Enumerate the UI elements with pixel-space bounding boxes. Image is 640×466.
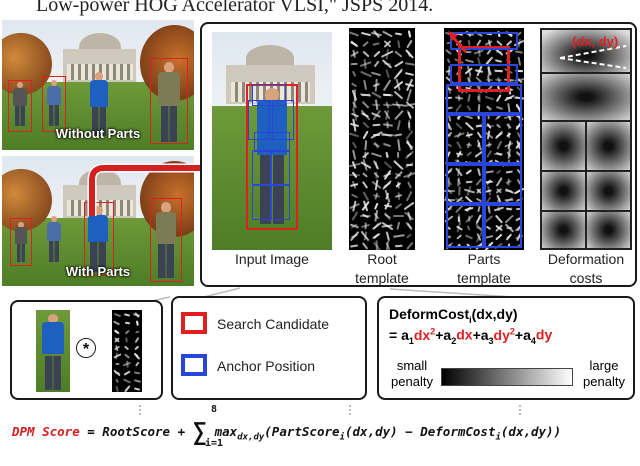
- input-image: [212, 32, 332, 250]
- hog-glyph: [134, 330, 140, 333]
- deform-cost-title: DeformCosti(dx,dy): [389, 306, 518, 325]
- detection-box: [10, 218, 32, 266]
- hog-glyph: [135, 320, 139, 326]
- detection-box: [150, 198, 182, 282]
- hog-glyph: [115, 385, 119, 392]
- hog-glyph: [123, 369, 131, 376]
- person-figure: [254, 88, 290, 224]
- hog-glyph: [123, 313, 131, 317]
- hog-glyph: [124, 321, 130, 325]
- part-box: [272, 100, 294, 140]
- search-candidate-box: [458, 46, 510, 92]
- hog-glyph: [114, 363, 120, 366]
- person-figure: [12, 82, 28, 126]
- mini-root-template: [112, 310, 142, 392]
- hog-glyph: [505, 97, 512, 100]
- parts-template: [444, 28, 524, 250]
- displacement-arrow: [448, 31, 468, 53]
- detection-box: [150, 58, 188, 144]
- detection-box: [42, 76, 66, 132]
- root-template: [349, 28, 415, 250]
- person-figure: [88, 72, 110, 136]
- hog-glyph: [113, 320, 121, 326]
- penalty-large-label: large penalty: [583, 358, 625, 389]
- dpm-score-lhs: DPM Score: [12, 424, 80, 439]
- part-box: [254, 132, 290, 152]
- person-figure: [86, 206, 110, 272]
- hog-glyph: [372, 133, 381, 136]
- hog-glyph: [125, 337, 129, 343]
- penalty-gradient-bar: [441, 368, 573, 386]
- without-parts-label: Without Parts: [55, 126, 141, 141]
- hog-glyph: [125, 360, 129, 368]
- template-panel: (dx, dy) Input Image Root template Parts…: [200, 22, 637, 287]
- hog-glyph: [134, 361, 140, 367]
- hog-glyph: [133, 371, 141, 374]
- search-candidate-swatch: [181, 312, 207, 334]
- sum-top: 8: [211, 404, 218, 415]
- legend-panel: Search Candidate Anchor Position: [171, 296, 367, 400]
- deformation-costs: (dx, dy): [540, 28, 632, 250]
- part-box: [248, 100, 270, 140]
- deformation-costs-label: Deformation costs: [547, 251, 625, 286]
- person-figure: [46, 80, 62, 126]
- hog-glyph: [123, 378, 131, 384]
- hog-glyph: [134, 336, 140, 343]
- part-box: [270, 150, 290, 186]
- sum-symbol: ∑: [192, 418, 208, 446]
- detection-box: [84, 202, 114, 276]
- deform-cost-panel: DeformCosti(dx,dy) = a1dx2+a2dx+a3dy2+a4…: [377, 296, 635, 400]
- person-crop: [36, 310, 70, 392]
- hog-glyph: [113, 313, 121, 318]
- root-template-label: Root template: [355, 251, 409, 286]
- hog-glyph: [133, 378, 141, 383]
- penalty-small-label: small penalty: [391, 358, 433, 389]
- sum-bottom: i=1: [205, 438, 224, 449]
- root-box: [246, 84, 298, 230]
- anchor-box: [446, 164, 484, 204]
- anchor-box: [446, 84, 522, 114]
- anchor-box: [450, 32, 518, 50]
- anchor-box: [484, 164, 522, 204]
- dpm-score-formula: DPM Score = RootScore + 8∑i=1 maxdx,dy(P…: [12, 404, 562, 449]
- top-caption: Low-power HOG Accelerator VLSI," JSPS 20…: [36, 0, 434, 16]
- displacement-annotation-lines: [559, 45, 627, 69]
- hog-glyph: [133, 387, 140, 391]
- hog-glyph: [393, 214, 404, 217]
- anchor-box: [484, 204, 522, 248]
- hog-glyph: [134, 312, 140, 319]
- hog-glyph: [124, 385, 130, 392]
- person-figure: [46, 216, 62, 262]
- hog-glyph: [124, 329, 130, 334]
- anchor-position-label: Anchor Position: [217, 358, 316, 374]
- convolution-panel: *: [10, 300, 163, 400]
- input-image-label: Input Image: [235, 251, 309, 267]
- dxdy-annotation: (dx, dy): [572, 34, 619, 49]
- hog-glyph: [124, 353, 130, 359]
- hog-glyph: [124, 345, 130, 351]
- part-box: [270, 184, 290, 220]
- with-parts-label: With Parts: [65, 264, 131, 279]
- person-figure: [14, 222, 28, 262]
- anchor-box: [446, 204, 484, 248]
- part-box: [252, 150, 272, 186]
- part-box: [252, 184, 272, 220]
- convolution-operator: *: [76, 338, 96, 358]
- parts-template-label: Parts template: [457, 251, 511, 286]
- person-figure: [154, 202, 178, 278]
- person-figure: [156, 62, 182, 142]
- anchor-box: [484, 114, 522, 164]
- deform-cost-equation: = a1dx2+a2dx+a3dy2+a4dy: [389, 326, 553, 346]
- anchor-position-swatch: [181, 354, 207, 376]
- anchor-box: [450, 64, 518, 84]
- anchor-box: [446, 114, 484, 164]
- photo-without-parts: Without Parts: [2, 20, 194, 150]
- hog-glyph: [115, 378, 119, 384]
- detection-box: [8, 80, 32, 132]
- hog-glyph: [134, 345, 140, 351]
- search-candidate-label: Search Candidate: [217, 316, 330, 332]
